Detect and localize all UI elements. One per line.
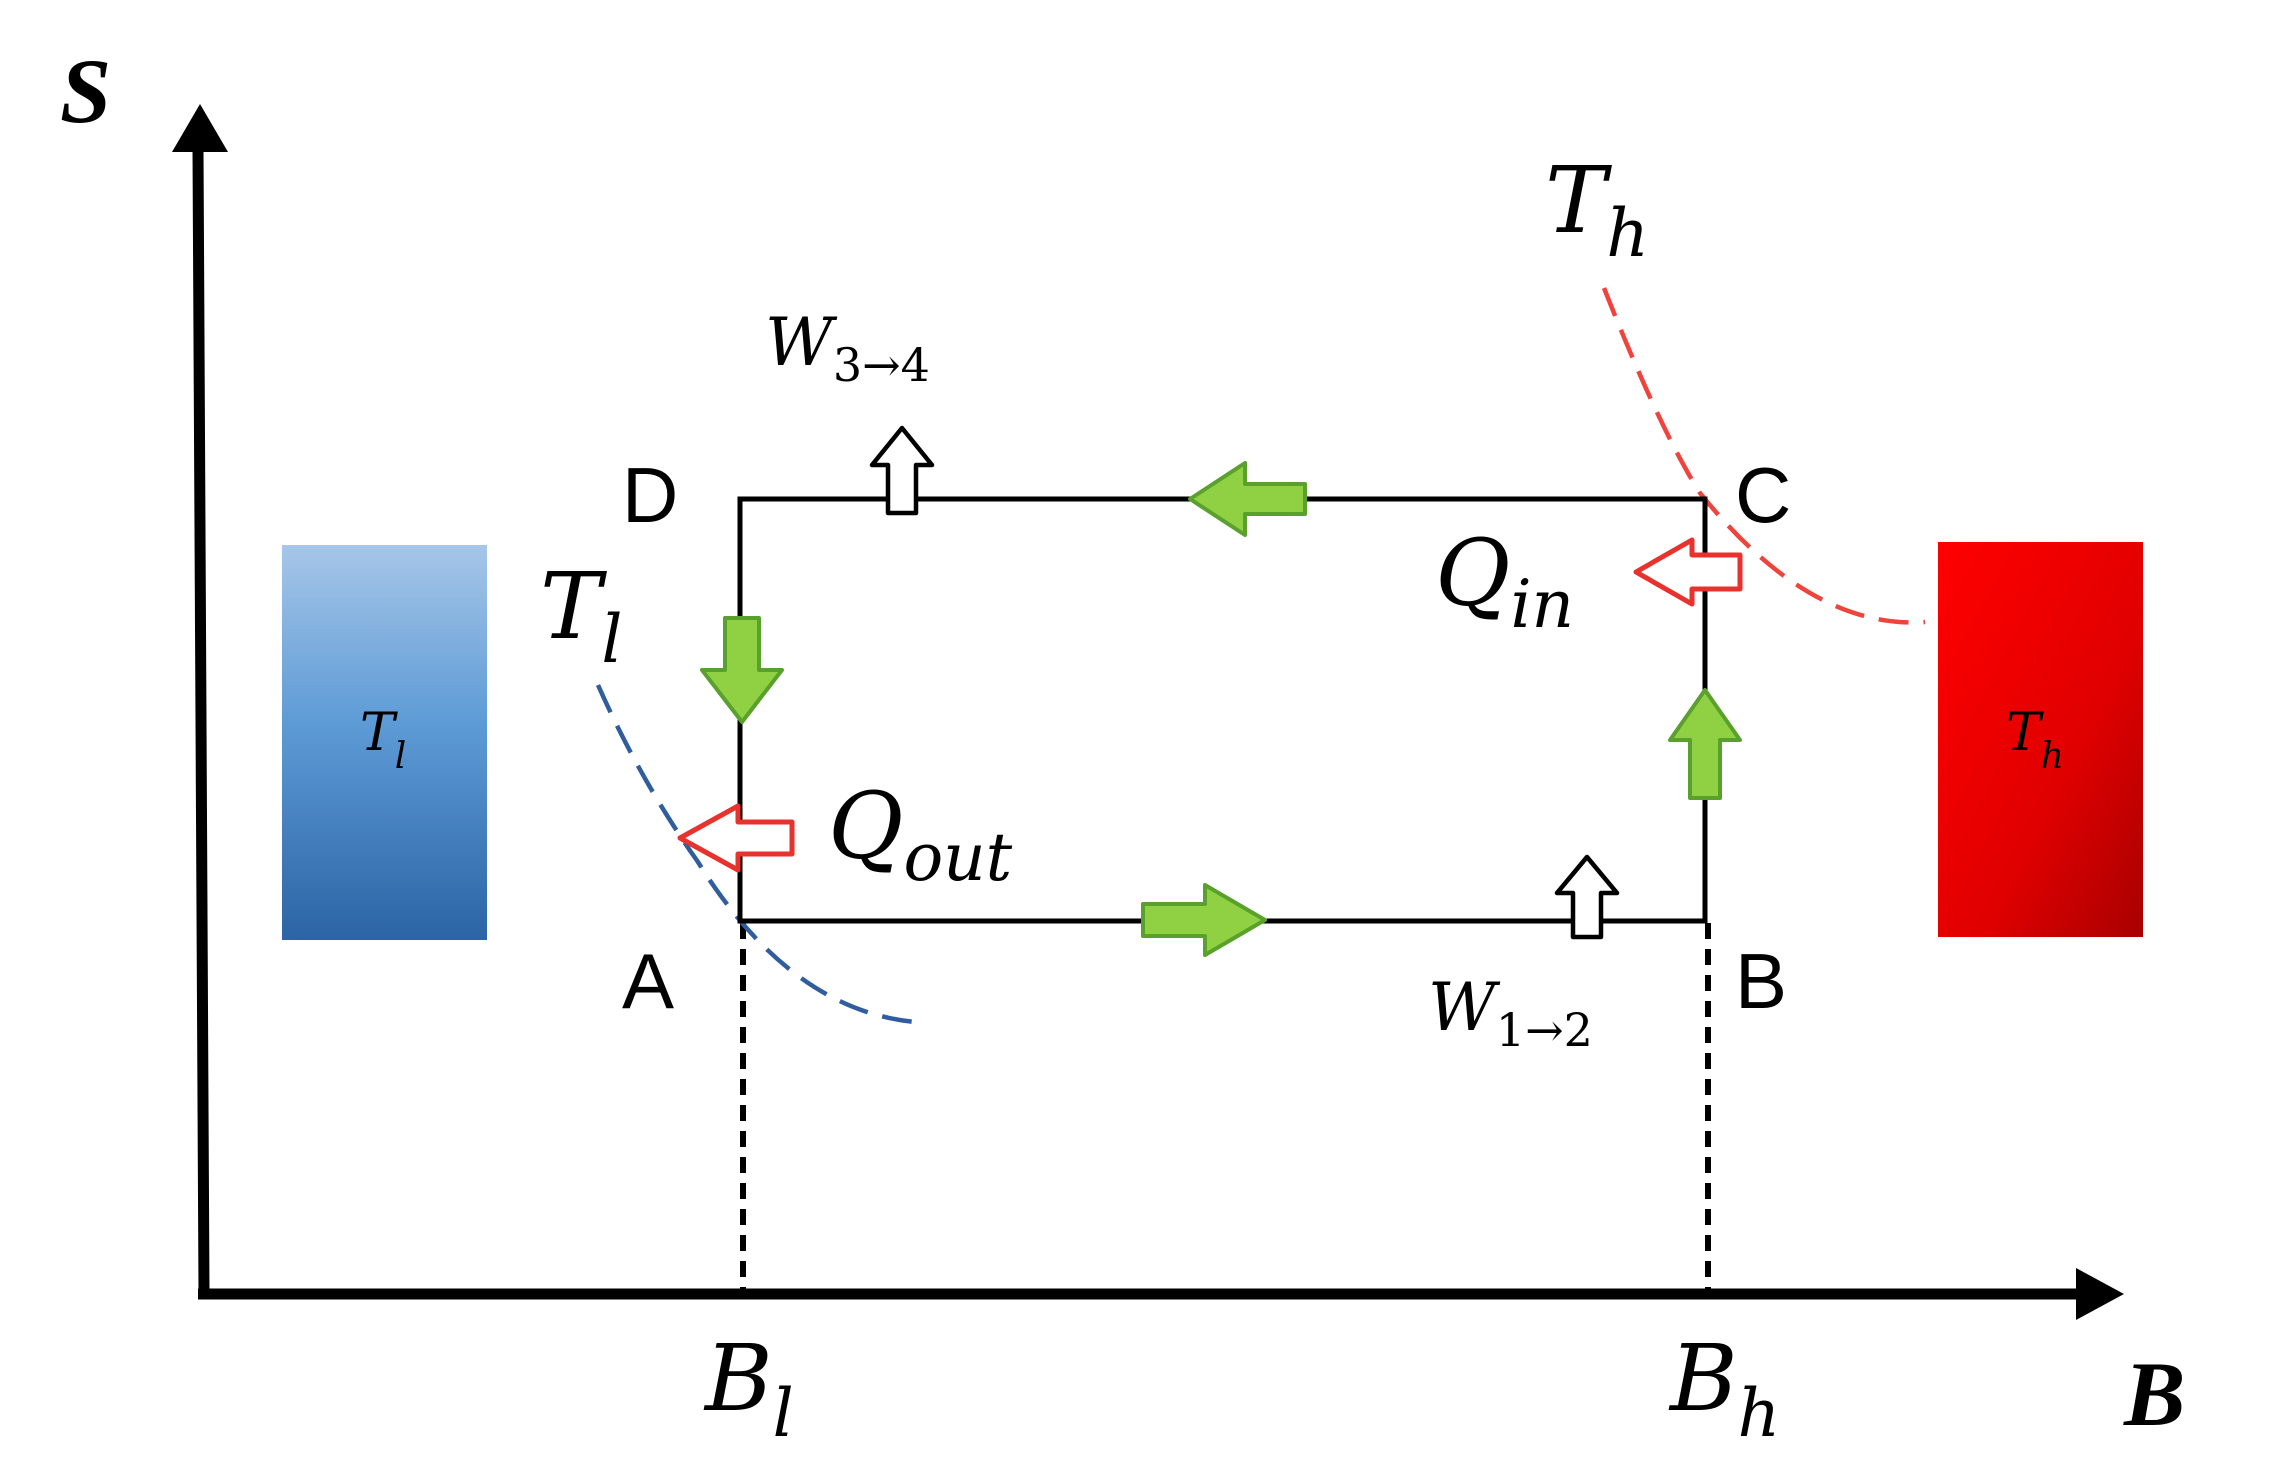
cycle-arrow-left	[1188, 461, 1307, 537]
work-arrow-1-2	[1554, 854, 1620, 940]
work-arrow-3-4	[869, 425, 935, 516]
point-label-c: C	[1735, 451, 1791, 539]
point-label-d: D	[622, 451, 678, 539]
y-axis-arrowhead	[172, 104, 228, 152]
heat-in-arrow	[1633, 537, 1743, 607]
x-axis-arrowhead	[2076, 1268, 2124, 1320]
hot-isotherm-label: Th	[1545, 147, 1649, 272]
axes: S B	[60, 40, 2185, 1445]
cycle-arrow-right	[1141, 883, 1267, 957]
y-axis-label: S	[60, 40, 111, 142]
cycle-arrow-down	[700, 616, 784, 724]
cold-isotherm-label: Tl	[540, 553, 622, 678]
cold-reservoir	[282, 545, 487, 940]
x-tick-label-bh: Bh	[1668, 1325, 1780, 1452]
x-tick-label-bl: Bl	[703, 1325, 794, 1452]
point-label-a: A	[622, 937, 674, 1025]
work-label-3-4: W3→4	[765, 304, 930, 392]
y-axis-line	[192, 149, 210, 1295]
cold-isotherm-curve	[595, 684, 916, 1025]
cycle-arrow-up	[1668, 688, 1742, 800]
x-axis-label: B	[2123, 1343, 2185, 1445]
cold-reservoir-label: Tl	[360, 703, 406, 777]
cycle-arrows	[700, 461, 1742, 957]
hot-reservoir	[1938, 542, 2143, 937]
point-label-b: B	[1735, 937, 1787, 1025]
hot-isotherm-curve	[1601, 287, 1926, 625]
work-label-1-2: W1→2	[1428, 969, 1593, 1057]
hot-reservoir-label: Th	[2006, 703, 2064, 777]
heat-out-label: Qout	[828, 773, 1013, 896]
heat-out-arrow	[677, 803, 795, 873]
heat-in-label: Qin	[1435, 520, 1574, 643]
